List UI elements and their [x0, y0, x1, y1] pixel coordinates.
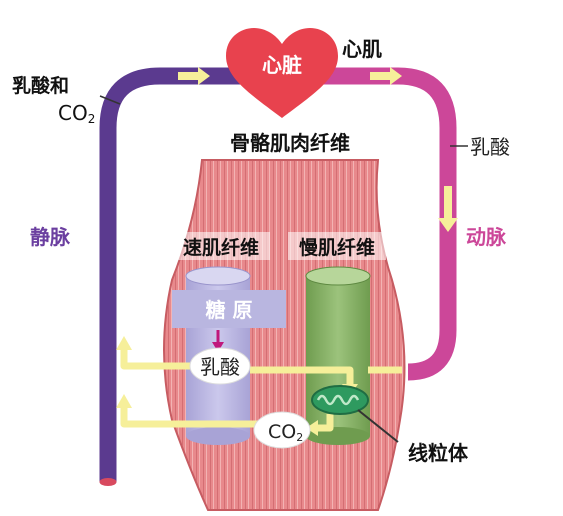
slow-fiber-cylinder: [305, 266, 371, 445]
vein-end: [99, 478, 117, 486]
slow-fiber-label-bg: [288, 232, 386, 260]
lactate-co2-pointer: [99, 95, 121, 105]
vein-label: 静脉: [30, 225, 71, 249]
co2-left-sub: 2: [88, 112, 96, 126]
co2-left-main: CO: [58, 101, 88, 125]
artery-label: 动脉: [466, 225, 507, 249]
cardiac-muscle-label: 心肌: [342, 37, 382, 61]
heart-icon: [226, 28, 338, 118]
lactate-right-label: 乳酸: [470, 135, 510, 159]
co2-center-label: CO2: [268, 421, 303, 444]
co2-bubble: [253, 411, 311, 449]
skeletal-fiber-label: 骨骼肌肉纤维: [230, 131, 350, 155]
lactate-center-label: 乳酸: [200, 355, 240, 379]
glycogen-label: 糖 原: [206, 298, 253, 322]
vein-vessel: [99, 67, 245, 482]
metabolic-flow-arrows: [120, 348, 402, 432]
mitochondria: [311, 385, 369, 415]
mitochondria-label: 线粒体: [408, 441, 469, 465]
co2-center-sub: 2: [296, 431, 303, 444]
artery-vessel: [318, 67, 457, 381]
slow-fiber-label: 慢肌纤维: [299, 236, 375, 259]
lactate-co2-label: 乳酸和: [12, 74, 69, 97]
heart-label: 心脏: [262, 53, 302, 77]
glycogen-box: [172, 290, 286, 328]
co2-center-main: CO: [268, 421, 296, 443]
fast-fiber-label: 速肌纤维: [183, 236, 259, 259]
co2-left-label: CO2: [58, 101, 95, 126]
glycogen-to-lactate-arrow: [212, 330, 224, 352]
lactate-bubble: [189, 347, 251, 385]
vessel-flow-arrows: [178, 67, 458, 232]
mitochondria-pointer: [357, 409, 399, 443]
fast-fiber-label-bg: [172, 232, 270, 260]
